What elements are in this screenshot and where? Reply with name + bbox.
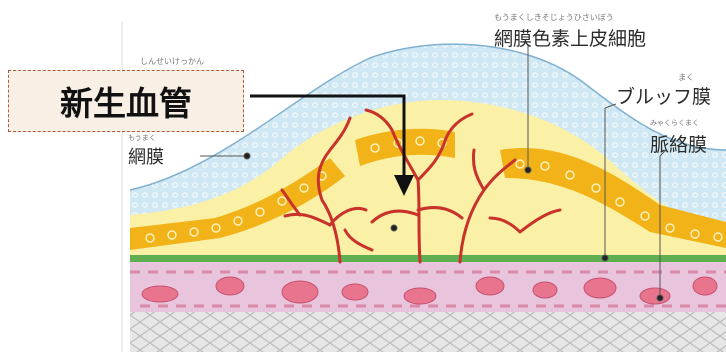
rpe-label: 網膜色素上皮細胞 (494, 24, 646, 51)
rpe-furigana: もうまくしきそじょうひさいぼう (494, 12, 614, 23)
retina-label: 網膜 (128, 143, 164, 169)
bruch-label: ブルッフ膜 (616, 82, 711, 109)
choroid-furigana: みゃくらくまく (650, 118, 699, 128)
callout-label: 新生血管 (60, 77, 192, 125)
callout-box: 新生血管 (8, 70, 244, 132)
bruch-membrane (130, 255, 726, 262)
retina-furigana: もうまく (128, 133, 156, 143)
choroid-label: 脈絡膜 (650, 130, 707, 157)
callout-furigana: しんせいけっかん (140, 56, 204, 67)
